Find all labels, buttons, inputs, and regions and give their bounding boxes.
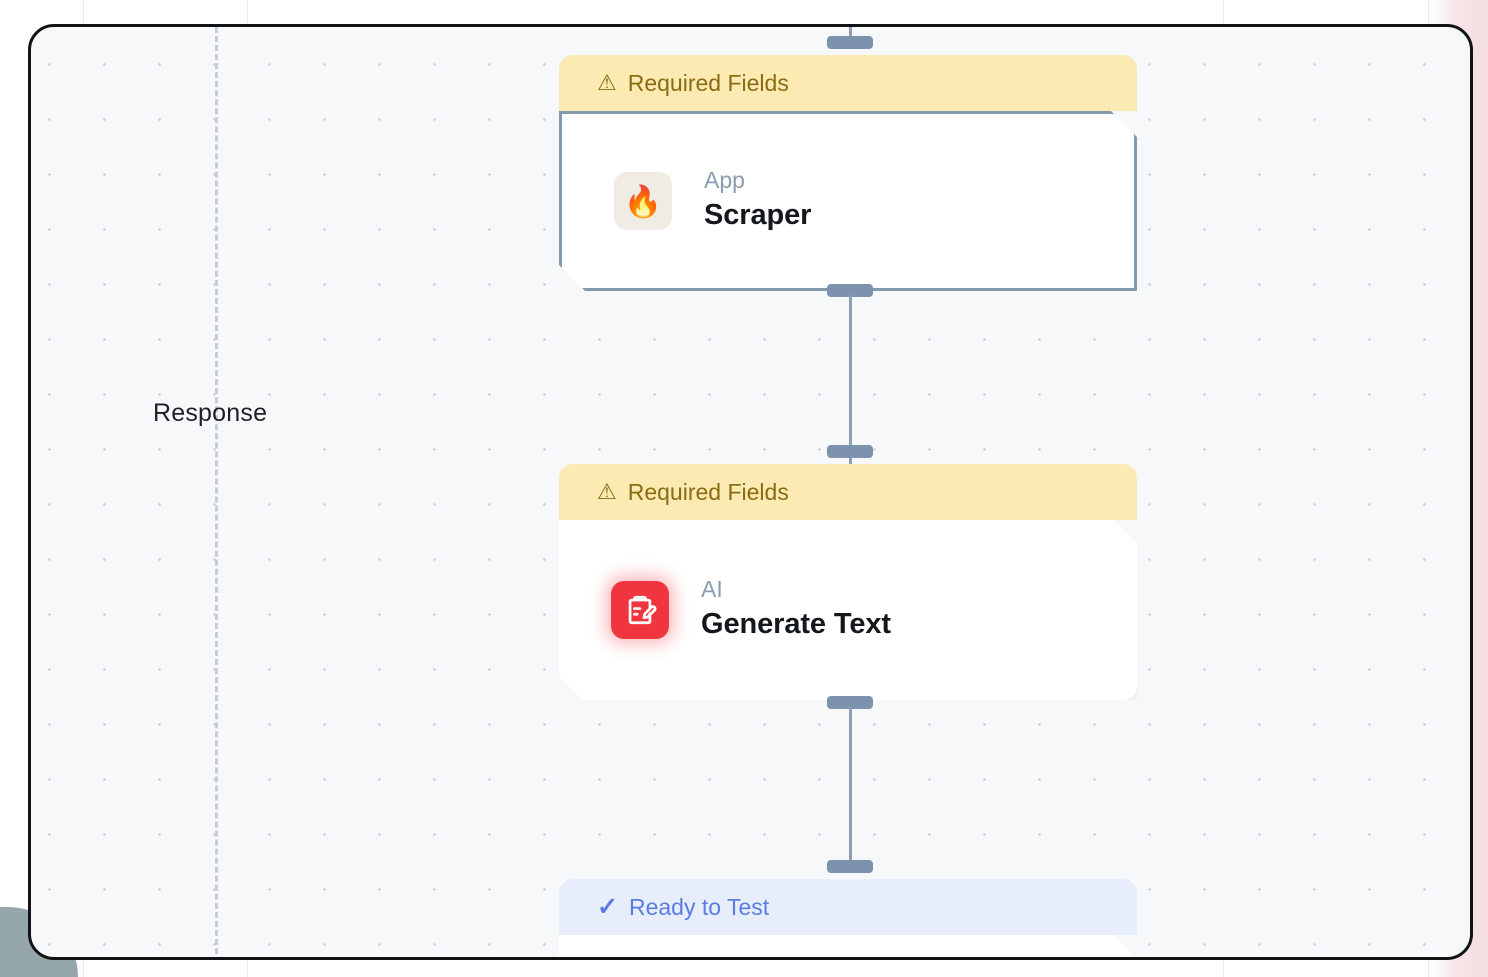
node-generate-text-status-banner: ⚠ Required Fields: [559, 464, 1137, 520]
node-ready-status-banner: ✓ Ready to Test: [559, 879, 1137, 935]
workflow-canvas[interactable]: Response ⚠ Required Fields 🔥 App Scraper: [28, 24, 1473, 960]
edge-incoming-top: [849, 27, 852, 39]
handle-node-scraper-bottom[interactable]: [827, 284, 873, 297]
node-scraper-meta: App Scraper: [704, 169, 811, 232]
edge-generate-text-to-ready: [849, 707, 852, 871]
node-scraper-title: Scraper: [704, 199, 812, 232]
lane-divider: [215, 27, 218, 957]
warning-triangle-icon: ⚠: [597, 479, 617, 504]
handle-node-scraper-top[interactable]: [827, 36, 873, 49]
node-generate-text-title: Generate Text: [701, 608, 891, 641]
node-generate-text[interactable]: ⚠ Required Fields: [559, 464, 1137, 700]
clipboard-pencil-icon: [611, 581, 669, 639]
warning-triangle-icon: ⚠: [597, 70, 617, 95]
lane-label-response: Response: [153, 399, 268, 427]
check-icon: ✓: [597, 892, 618, 921]
node-generate-text-meta: AI Generate Text: [701, 578, 891, 641]
node-generate-text-card[interactable]: AI Generate Text: [559, 520, 1137, 700]
fire-icon: 🔥: [614, 172, 672, 230]
edge-scraper-to-generate-text: [849, 295, 852, 469]
node-scraper-kind: App: [704, 167, 745, 194]
node-scraper[interactable]: ⚠ Required Fields 🔥 App Scraper: [559, 55, 1137, 291]
node-generate-text-status-label: Required Fields: [627, 478, 789, 505]
node-generate-text-kind: AI: [701, 576, 723, 603]
node-ready-status-label: Ready to Test: [628, 893, 770, 920]
node-scraper-status-label: Required Fields: [627, 69, 789, 96]
handle-node-ready-top[interactable]: [827, 860, 873, 873]
node-scraper-status-banner: ⚠ Required Fields: [559, 55, 1137, 111]
node-ready-to-test[interactable]: ✓ Ready to Test: [559, 879, 1137, 960]
handle-node-generate-text-top[interactable]: [827, 445, 873, 458]
node-ready-card[interactable]: [559, 935, 1137, 960]
workflow-graph: ⚠ Required Fields 🔥 App Scraper ⚠: [31, 27, 1470, 957]
node-scraper-card[interactable]: 🔥 App Scraper: [559, 111, 1137, 291]
handle-node-generate-text-bottom[interactable]: [827, 696, 873, 709]
